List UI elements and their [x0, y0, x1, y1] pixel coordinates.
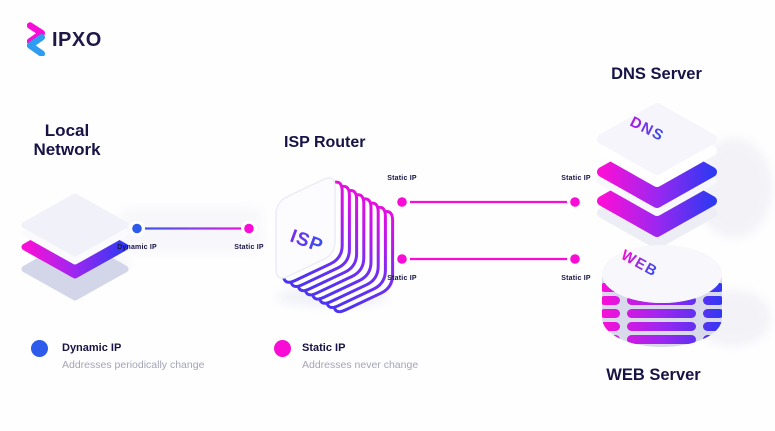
- label-static-ip-isp-web-left: Static IP: [387, 275, 417, 282]
- label-static-ip-isp-web-right: Static IP: [561, 275, 591, 282]
- connection-local-isp: [129, 220, 257, 237]
- static-ip-legend-label: Static IP: [302, 342, 346, 354]
- dns-server-title: DNS Server: [611, 65, 702, 83]
- dns-server-device: DNS: [597, 103, 717, 249]
- web-server-device: WEB: [602, 245, 722, 347]
- ipxo-logo-icon: [27, 22, 45, 56]
- local-network-title: Local Network: [33, 121, 101, 159]
- label-static-ip-local: Static IP: [234, 244, 264, 251]
- web-server-title: WEB Server: [606, 366, 701, 384]
- label-dynamic-ip-local: Dynamic IP: [117, 244, 157, 251]
- static-ip-legend-description: Addresses never change: [302, 359, 419, 371]
- local-network-device: [21, 193, 129, 301]
- label-static-ip-isp-dns-left: Static IP: [387, 175, 417, 182]
- label-static-ip-isp-dns-right: Static IP: [561, 175, 591, 182]
- static-ip-legend-dot: [274, 340, 291, 357]
- logo-wordmark: IPXO: [52, 29, 102, 51]
- static-ip-dot: [570, 197, 580, 207]
- dynamic-ip-legend-label: Dynamic IP: [62, 342, 122, 354]
- connection-isp-web: [394, 251, 583, 267]
- static-ip-dot: [570, 254, 580, 264]
- ipxo-logo[interactable]: IPXO: [27, 22, 102, 56]
- isp-router-device: ISP: [275, 177, 395, 314]
- connection-isp-dns: [394, 194, 583, 210]
- isp-router-title: ISP Router: [284, 134, 366, 151]
- static-ip-dot: [397, 197, 407, 207]
- dynamic-ip-legend-dot: [31, 340, 48, 357]
- dynamic-ip-legend-description: Addresses periodically change: [62, 359, 205, 371]
- static-ip-dot: [397, 254, 407, 264]
- static-ip-dot: [244, 223, 254, 234]
- dynamic-ip-dot: [132, 223, 142, 234]
